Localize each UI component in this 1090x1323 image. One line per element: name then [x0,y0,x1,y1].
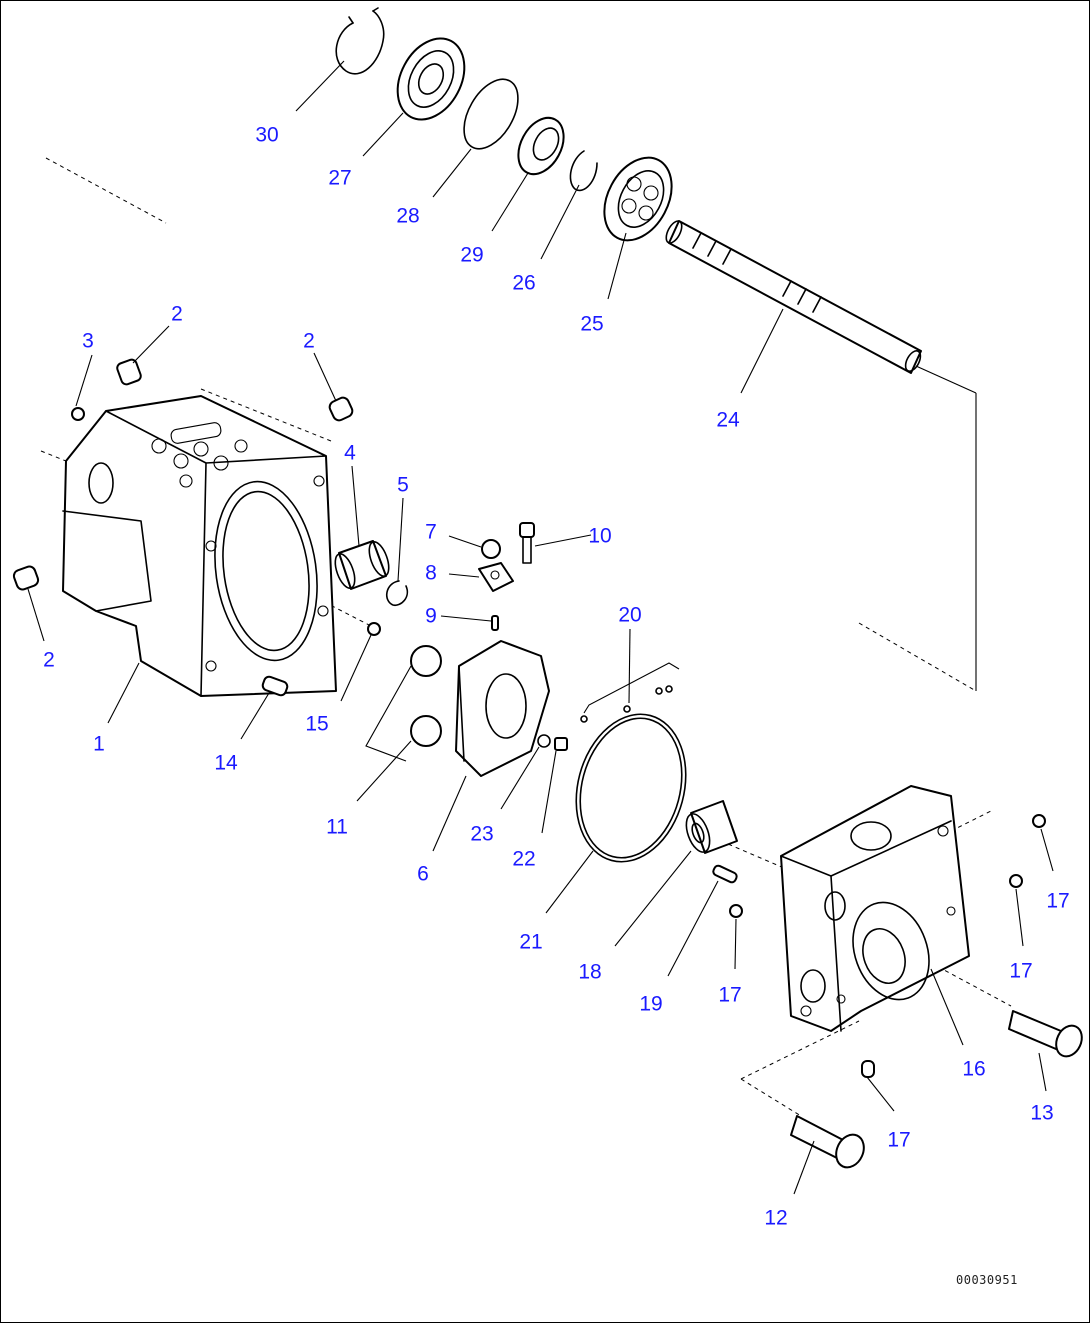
screw-10 [519,522,535,564]
plug-2-right [328,396,354,422]
callout-4: 4 [344,441,356,465]
swash-plate-6 [455,640,550,777]
end-cap-16 [780,785,970,1032]
callout-25: 25 [580,312,604,336]
callout-17-d: 17 [887,1128,911,1152]
plug-3 [71,407,85,421]
callout-3: 3 [82,329,94,353]
callout-11: 11 [326,815,348,839]
slider-8 [478,562,514,592]
callout-29: 29 [460,243,484,267]
piston-4 [334,540,390,590]
nut-22 [554,737,568,751]
snap-ring-26 [569,150,598,192]
o-ring-21 [575,713,687,863]
snap-ring-30 [335,7,385,75]
callout-2-right: 2 [303,329,315,353]
callout-21: 21 [519,930,543,954]
plug-17-d [861,1060,875,1078]
callout-13: 13 [1030,1101,1054,1125]
callout-19: 19 [639,992,663,1016]
callout-28: 28 [396,204,420,228]
callout-16: 16 [962,1057,986,1081]
callout-8: 8 [425,561,437,585]
ball-11-upper [410,645,442,677]
shaft-24 [665,220,922,374]
callout-24: 24 [716,408,740,432]
snap-ring-5 [386,580,409,607]
pin-9 [491,615,499,631]
callout-12: 12 [764,1206,788,1230]
ball-7 [481,539,501,559]
callout-6: 6 [417,862,429,886]
callout-17-b: 17 [1046,889,1070,913]
bolt-13 [1008,1010,1083,1058]
callout-10: 10 [588,524,612,548]
callout-26: 26 [512,271,536,295]
callout-20: 20 [618,603,642,627]
plug-17-b [1032,814,1046,828]
plug-17-a [729,904,743,918]
pin-14 [261,675,289,697]
callout-1: 1 [93,732,105,756]
callout-18: 18 [578,960,602,984]
pin-19 [712,864,738,884]
callout-7: 7 [425,520,437,544]
bearing-25 [603,156,673,242]
callout-17-c: 17 [1009,959,1033,983]
pin-group-20 [580,662,680,723]
callout-30: 30 [255,123,279,147]
pump-case-1 [62,395,337,697]
plug-2-left [12,565,40,591]
ball-11-lower [410,715,442,747]
callout-23: 23 [470,822,494,846]
plug-15 [367,622,381,636]
oil-seal-27 [396,37,466,121]
callout-2-left: 2 [43,648,55,672]
drawing-code: 00030951 [956,1273,1018,1287]
o-ring-28 [463,78,519,150]
callout-27: 27 [328,166,352,190]
callout-5: 5 [397,473,409,497]
callout-9: 9 [425,604,437,628]
plug-2-top [116,358,142,386]
leader-group-11 [365,665,412,762]
bolt-12 [790,1115,865,1169]
ring-23 [537,734,551,748]
leader-lines [27,60,1054,1195]
callout-15: 15 [305,712,329,736]
callout-17-a: 17 [718,983,742,1007]
plug-17-c [1009,874,1023,888]
callout-2-top: 2 [171,302,183,326]
callout-14: 14 [214,751,238,775]
callout-22: 22 [512,847,536,871]
bearing-29 [517,116,565,176]
bush-18 [685,800,738,854]
